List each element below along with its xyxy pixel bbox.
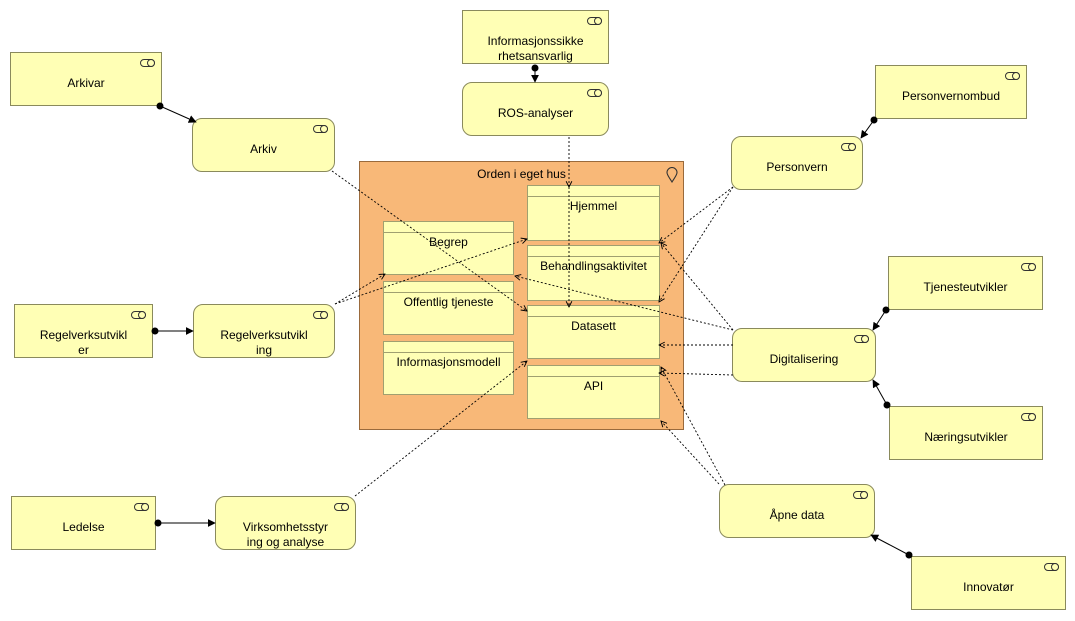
assignment-infosikkerhet-ros[interactable]	[531, 64, 539, 83]
object-label: Hjemmel	[569, 199, 618, 213]
service-toggle-icon	[313, 311, 328, 319]
role-tjenesteutvikler[interactable]: Tjenesteutvikler	[888, 256, 1043, 310]
service-toggle-icon	[587, 89, 602, 97]
object-label: Begrep	[429, 235, 468, 249]
service-personvern[interactable]: Personvern	[731, 136, 863, 190]
role-label: Personvernombud	[901, 89, 1001, 103]
service-toggle-icon	[841, 143, 856, 151]
service-regelverksutvikling[interactable]: Regelverksutvikl ing	[193, 304, 335, 358]
object-label: API	[583, 379, 604, 393]
assignment-innovator-apne-data[interactable]	[870, 534, 913, 559]
access-apne-data-group[interactable]	[661, 421, 720, 485]
role-arkivar[interactable]: Arkivar	[10, 52, 162, 106]
object-label: Datasett	[571, 319, 616, 333]
role-personvernombud[interactable]: Personvernombud	[875, 65, 1027, 119]
service-toggle-icon	[854, 335, 869, 343]
role-label: Tjenesteutvikler	[923, 280, 1008, 294]
assignment-arkivar-arkiv[interactable]	[156, 102, 197, 123]
role-toggle-icon	[1021, 263, 1036, 271]
service-ros-analyser[interactable]: ROS-analyser	[462, 82, 609, 136]
group-label: Orden i eget hus	[477, 167, 566, 181]
role-regelverksutvikler[interactable]: Regelverksutvikl er	[14, 304, 153, 358]
role-label: Regelverksutvikl er	[39, 328, 128, 357]
data-object-api[interactable]: API	[527, 365, 660, 419]
role-label: Innovatør	[963, 580, 1014, 594]
role-naeringsutvikler[interactable]: Næringsutvikler	[889, 406, 1043, 460]
data-object-offentlig-tjeneste[interactable]: Offentlig tjeneste	[383, 281, 514, 335]
service-virksomhetsstyring-og-analyse[interactable]: Virksomhetsstyr ing og analyse	[215, 496, 356, 550]
role-toggle-icon	[140, 59, 155, 67]
service-toggle-icon	[853, 491, 868, 499]
object-header-bar	[384, 222, 513, 233]
object-header-bar	[384, 342, 513, 353]
data-object-hjemmel[interactable]: Hjemmel	[527, 185, 660, 241]
assignment-naeringsutvikler-digitalisering[interactable]	[872, 379, 891, 409]
service-label: Arkiv	[250, 142, 277, 156]
role-toggle-icon	[131, 311, 146, 319]
service-apne-data[interactable]: Åpne data	[719, 484, 875, 538]
role-toggle-icon	[134, 503, 149, 511]
role-toggle-icon	[1005, 72, 1020, 80]
service-toggle-icon	[313, 125, 328, 133]
assignment-personvernombud-personvern[interactable]	[860, 116, 878, 139]
service-label: Virksomhetsstyr ing og analyse	[242, 520, 329, 549]
object-header-bar	[384, 282, 513, 293]
data-object-informasjonsmodell[interactable]: Informasjonsmodell	[383, 341, 514, 395]
assignment-regelverksutvikler-regelverksutvikling[interactable]	[151, 327, 194, 335]
service-toggle-icon	[334, 503, 349, 511]
service-label: ROS-analyser	[497, 106, 574, 120]
data-object-begrep[interactable]: Begrep	[383, 221, 514, 275]
service-label: Digitalisering	[769, 352, 839, 366]
data-object-datasett[interactable]: Datasett	[527, 305, 660, 359]
object-header-bar	[528, 306, 659, 317]
role-toggle-icon	[1021, 413, 1036, 421]
service-label: Personvern	[766, 160, 828, 174]
role-innovator[interactable]: Innovatør	[911, 556, 1066, 610]
object-label: Offentlig tjeneste	[403, 295, 494, 309]
role-label: Arkivar	[67, 76, 105, 90]
service-arkiv[interactable]: Arkiv	[192, 118, 335, 172]
object-header-bar	[528, 366, 659, 377]
assignment-tjenesteutvikler-digitalisering[interactable]	[872, 306, 890, 331]
object-header-bar	[528, 186, 659, 197]
role-label: Næringsutvikler	[924, 430, 1008, 444]
service-digitalisering[interactable]: Digitalisering	[732, 328, 876, 382]
role-ledelse[interactable]: Ledelse	[11, 496, 156, 550]
role-toggle-icon	[1044, 563, 1059, 571]
role-label: Informasjonssikke rhetsansvarlig	[487, 34, 584, 63]
assignment-ledelse-virksomhetsstyring[interactable]	[154, 519, 216, 527]
object-label: Behandlingsaktivitet	[540, 259, 647, 273]
role-label: Ledelse	[62, 520, 105, 534]
location-pin-icon	[666, 167, 678, 183]
role-informasjonssikkerhetsansvarlig[interactable]: Informasjonssikke rhetsansvarlig	[462, 10, 609, 64]
service-label: Regelverksutvikl ing	[220, 328, 308, 357]
role-toggle-icon	[587, 17, 602, 25]
data-object-behandlingsaktivitet[interactable]: Behandlingsaktivitet	[527, 245, 660, 301]
object-header-bar	[528, 246, 659, 257]
object-label: Informasjonsmodell	[396, 355, 501, 369]
service-label: Åpne data	[769, 508, 825, 522]
